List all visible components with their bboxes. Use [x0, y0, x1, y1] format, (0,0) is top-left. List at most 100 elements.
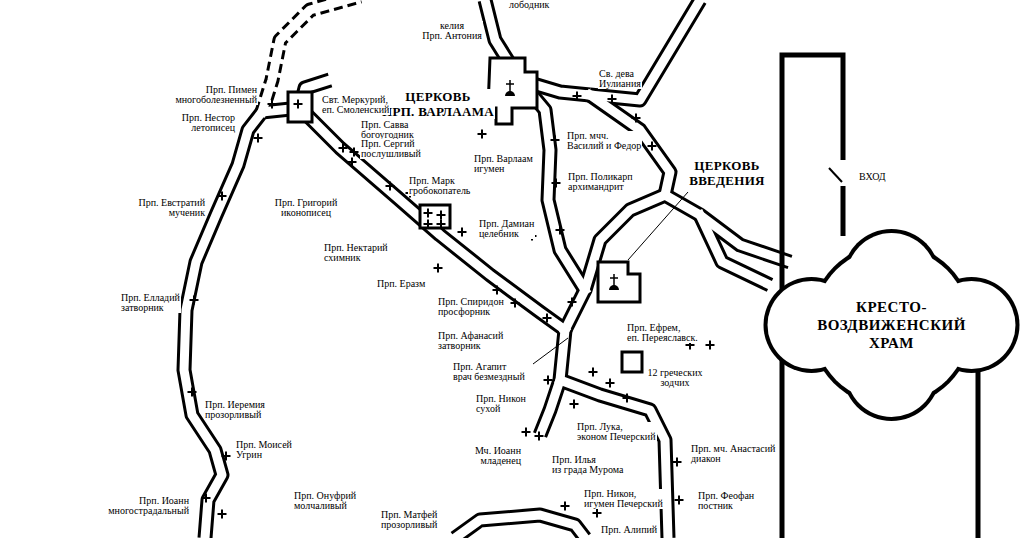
burial-label: Прп. Иоанн многострадальный	[107, 496, 190, 516]
text-line: послушливый	[361, 149, 421, 159]
text-line: постник	[698, 501, 754, 511]
text-line: ЦЕРКОВЬ	[382, 89, 494, 104]
burial-cross	[222, 452, 231, 461]
chamber	[622, 352, 642, 372]
burial-cross	[568, 298, 577, 307]
text-line: младенец	[475, 456, 521, 466]
burial-cross	[522, 428, 531, 437]
burial-cross	[254, 134, 263, 143]
burial-label: Прп. Елладий затворник	[120, 293, 181, 313]
burial-cross	[218, 510, 227, 519]
burial-label: Мч. Иоанн младенец	[474, 446, 522, 466]
leader-line	[628, 192, 688, 260]
corridor-walls	[184, 0, 790, 538]
burial-label: Прп. Григорий иконописец	[274, 198, 339, 218]
text-line: Прп. Иоанн	[108, 496, 189, 506]
church-name: ЦЕРКОВЬ ВВЕДЕНИЯ	[688, 158, 766, 188]
text-line: мученик	[138, 208, 205, 218]
chamber	[288, 92, 312, 122]
text-line: Угрин	[236, 450, 292, 460]
text-line: ВВЕДЕНИЯ	[689, 173, 765, 188]
burial-cross	[573, 92, 582, 101]
leader-line	[533, 338, 568, 364]
text-line: Прп. Илья	[552, 455, 624, 465]
text-line: ЦЕРКОВЬ	[689, 158, 765, 173]
text-line: Прп. Спиридон	[438, 297, 504, 307]
text-line: сухой	[476, 404, 526, 414]
text-line: еп. Смоленский	[322, 105, 389, 115]
text-line: эконом Печерский	[577, 432, 656, 442]
text-line: Прп. Матфей	[381, 510, 437, 520]
text-line: игумен Печерский	[584, 499, 663, 509]
burial-label: Прп. Нектарий схимник	[323, 243, 389, 263]
text-line: Прп. Никон,	[584, 489, 663, 499]
entrance-label: ВХОД	[858, 172, 887, 182]
burial-label: Прп. Феофан постник	[697, 491, 755, 511]
burial-cross	[190, 296, 199, 305]
burial-label: Прп. Нестор летописец	[181, 113, 236, 133]
text-line: Иулиания	[599, 79, 641, 89]
corridor-floor	[590, 0, 700, 100]
burial-cross	[424, 220, 433, 229]
burial-cross	[434, 264, 443, 273]
burial-label: Прп. Афанасий затворник	[437, 331, 504, 351]
burial-cross	[556, 226, 565, 235]
corridor-wall	[455, 515, 585, 538]
burial-cross	[623, 394, 632, 403]
burial-label: Прп. Евстратий мученик	[137, 198, 206, 218]
burial-label: Прп. Еразм	[376, 279, 426, 289]
text-line: Прп. Агапит	[453, 362, 525, 372]
burial-label: лободник	[508, 0, 550, 10]
burial-cross	[535, 432, 544, 441]
corridor-wall	[565, 195, 790, 330]
burial-cross	[608, 95, 617, 104]
corridor-floor	[565, 195, 790, 330]
burial-cross	[294, 100, 303, 109]
burial-label: Прп. Сергий послушливый	[360, 139, 422, 159]
corridor-floor	[700, 215, 770, 285]
burial-cross	[561, 502, 570, 511]
text-line: из града Мурома	[552, 465, 624, 475]
burial-cross	[348, 158, 357, 167]
chamber	[598, 262, 640, 302]
burial-cross	[350, 148, 359, 157]
cathedral-name: КРЕСТО-ВОЗДВИЖЕНСКИЙ ХРАМ	[812, 298, 972, 352]
burial-label: Прп. Поликарп архимандрит	[567, 172, 634, 192]
text-line: ПРП. ВАРЛААМА	[382, 104, 494, 119]
burial-cross	[552, 179, 561, 188]
burial-cross	[675, 496, 684, 505]
text-line: Прп. Марк	[409, 176, 470, 186]
burial-cross	[437, 220, 446, 229]
burial-cross	[551, 136, 560, 145]
corridor-floor	[300, 108, 565, 330]
burial-cross	[589, 368, 598, 377]
corridor-wall	[184, 108, 300, 538]
text-line: 12 греческих	[647, 368, 702, 378]
text-line: затворник	[438, 341, 503, 351]
burial-label: Прп. Моисей Угрин	[235, 440, 293, 460]
text-line: многоболезненный	[175, 95, 257, 105]
burial-label: Свт. Меркурий, еп. Смоленский	[321, 95, 390, 115]
text-line: Прп. Варлаам	[474, 154, 533, 164]
burial-cross	[386, 182, 395, 191]
text-line: Прп. Иеремия	[205, 400, 265, 410]
burial-label: 12 греческих зодчих	[646, 368, 703, 388]
text-line: архимандрит	[568, 182, 633, 192]
text-line: Василий и Федор	[567, 141, 641, 151]
church-name: ЦЕРКОВЬ ПРП. ВАРЛААМА	[381, 89, 495, 119]
text-line: Прп. Ефрем,	[627, 323, 698, 333]
text-line: Свт. Меркурий,	[322, 95, 389, 105]
burial-cross	[268, 100, 277, 109]
text-line: летописец	[182, 123, 235, 133]
corridor-floor	[184, 108, 300, 538]
text-line: молчаливый	[294, 501, 356, 511]
text-line: келия	[422, 21, 482, 31]
text-line: Прп. Нектарий	[324, 243, 388, 253]
burial-cross	[593, 509, 602, 518]
burial-cross	[437, 211, 446, 220]
burial-cross	[218, 192, 227, 201]
burial-cross	[493, 286, 502, 295]
text-line: прозорливый	[381, 520, 437, 530]
chamber	[420, 205, 450, 228]
burial-label: Прп. Матфей прозорливый	[380, 510, 438, 530]
